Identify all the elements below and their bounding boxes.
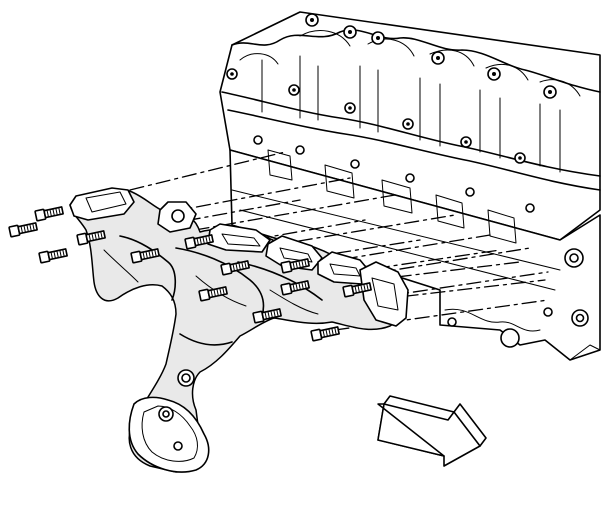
manifold-bolts bbox=[8, 206, 372, 342]
exhaust-manifold bbox=[69, 187, 409, 473]
bolt-4 bbox=[76, 230, 106, 246]
bolt-3 bbox=[38, 248, 68, 264]
engine-block bbox=[219, 11, 601, 361]
bolt-7 bbox=[220, 260, 250, 276]
bolt-1 bbox=[8, 222, 38, 238]
bolt-11 bbox=[252, 308, 282, 324]
bolt-5 bbox=[130, 248, 160, 264]
bolt-10 bbox=[280, 280, 310, 296]
bolt-9 bbox=[198, 286, 228, 302]
bolt-13 bbox=[310, 326, 340, 342]
direction-arrow-icon bbox=[377, 395, 487, 467]
bolt-6 bbox=[184, 234, 214, 250]
bolt-8 bbox=[280, 258, 310, 274]
bolt-2 bbox=[34, 206, 64, 222]
bolt-12 bbox=[342, 282, 372, 298]
